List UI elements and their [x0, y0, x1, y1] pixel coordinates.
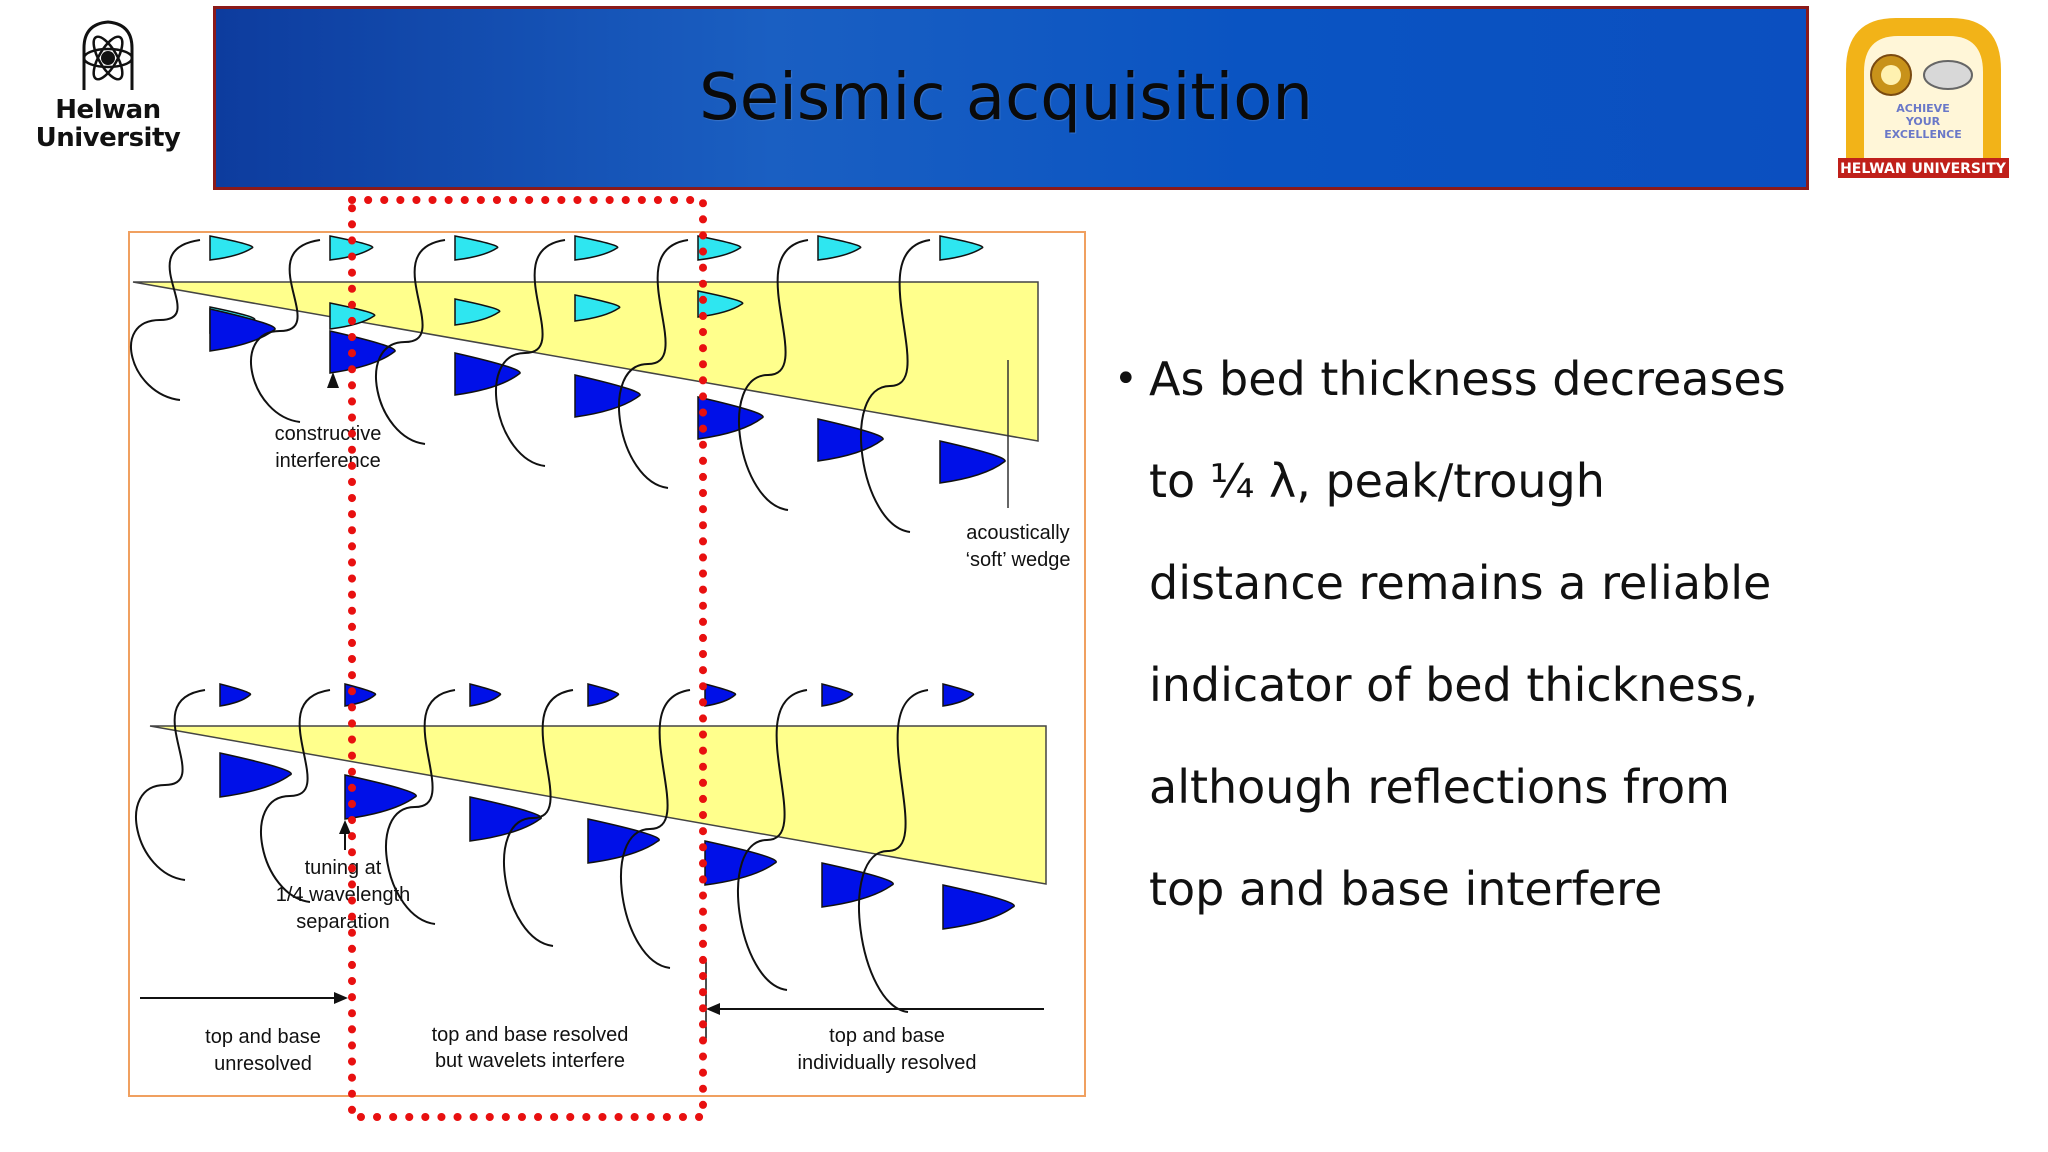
- wavelet-top-lobe: [942, 683, 975, 707]
- wavelet-trace: [260, 689, 331, 903]
- wavelet-base-lobe: [704, 840, 777, 886]
- atom-emblem-icon: [82, 20, 134, 90]
- wavelet-trace: [375, 239, 446, 445]
- wavelet-base-lobe: [329, 330, 396, 374]
- label-interfere-1: top and base resolved: [432, 1024, 629, 1046]
- crest-line-1: ACHIEVE: [1896, 102, 1949, 115]
- label-constructive-1: constructive: [275, 423, 382, 445]
- wavelet-base-lobe: [219, 752, 292, 798]
- soft-wedge-top: [132, 281, 1039, 442]
- society-logo: ACHIEVE YOUR EXCELLENCE HELWAN UNIVERSIT…: [1836, 10, 2011, 180]
- label-tuning-2: 1/4 wavelength: [276, 884, 411, 906]
- wavelet-base-lobe: [587, 818, 660, 864]
- wavelet-top-lobe: [817, 235, 862, 261]
- unresolved-arrow-head: [334, 992, 348, 1004]
- wavelet-top-trough: [209, 306, 256, 334]
- label-tuning-1: tuning at: [305, 857, 382, 879]
- wavelet-top-lobe: [587, 683, 620, 707]
- wavelet-top-trough: [697, 290, 744, 318]
- label-resolved-2: individually resolved: [798, 1052, 977, 1074]
- wavelet-top-trough: [329, 302, 376, 330]
- logo-line-1: Helwan: [55, 95, 161, 125]
- bullet-list: As bed thickness decreases to ¼ λ, peak/…: [1114, 328, 2014, 940]
- wavelet-trace: [385, 689, 456, 925]
- diagram-frame: [128, 231, 1086, 1097]
- wavelet-trace: [737, 689, 808, 991]
- wavelet-trace: [860, 239, 931, 533]
- wavelet-base-lobe: [821, 862, 894, 908]
- wavelet-trace: [250, 239, 321, 423]
- crest-line-2: YOUR: [1905, 115, 1941, 128]
- wavelet-trace: [135, 689, 206, 881]
- wavelet-trace: [503, 689, 574, 947]
- label-soft-wedge-2: ‘soft’ wedge: [966, 549, 1071, 571]
- title-banner: Seismic acquisition: [213, 6, 1809, 190]
- label-interfere-2: but wavelets interfere: [435, 1050, 625, 1072]
- wavelet-top-lobe: [939, 235, 984, 261]
- wavelet-top-lobe: [219, 683, 252, 707]
- society-crest-icon: ACHIEVE YOUR EXCELLENCE HELWAN UNIVERSIT…: [1838, 18, 2009, 178]
- helwan-university-logo: Helwan University: [28, 18, 188, 168]
- wavelet-top-lobe: [469, 683, 502, 707]
- soft-wedge-bottom: [149, 725, 1047, 885]
- logo-line-2: University: [35, 123, 181, 153]
- wavelet-base-lobe: [454, 352, 521, 396]
- bullet-line: distance remains a reliable: [1149, 556, 1772, 610]
- bullet-line: top and base interfere: [1149, 862, 1663, 916]
- interference-zone-highlight: [348, 196, 707, 1121]
- wavelet-trace: [618, 239, 689, 489]
- wavelet-top-lobe: [821, 683, 854, 707]
- wavelet-top-lobe: [209, 235, 254, 261]
- label-unresolved-1: top and base: [205, 1026, 321, 1048]
- wavelet-top-trough: [574, 294, 621, 322]
- wavelets-bottom-row: [135, 683, 1015, 1013]
- wavelet-base-lobe: [469, 796, 542, 842]
- bullet-line: As bed thickness decreases: [1149, 352, 1786, 406]
- wavelet-top-lobe: [344, 683, 377, 707]
- bullet-line: to ¼ λ, peak/trough: [1149, 454, 1605, 508]
- wavelet-top-trough: [454, 298, 501, 326]
- label-unresolved-2: unresolved: [214, 1053, 312, 1075]
- wavelet-base-lobe: [209, 308, 276, 352]
- bullet-item: As bed thickness decreases to ¼ λ, peak/…: [1114, 328, 2014, 940]
- slide-title: Seismic acquisition: [699, 61, 1313, 135]
- crest-bottom-text: HELWAN UNIVERSITY: [1840, 161, 2007, 177]
- tuning-arrow-head: [339, 820, 351, 834]
- resolved-arrow-head: [706, 1003, 720, 1015]
- wavelet-top-lobe: [329, 235, 374, 261]
- crest-line-3: EXCELLENCE: [1884, 128, 1962, 141]
- label-constructive-2: interference: [275, 450, 381, 472]
- wavelet-top-lobe: [574, 235, 619, 261]
- wavelet-base-lobe: [942, 884, 1015, 930]
- wavelet-base-lobe: [574, 374, 641, 418]
- wavelet-top-lobe: [704, 683, 737, 707]
- wavelet-top-lobe: [697, 235, 742, 261]
- wavelet-trace: [858, 689, 929, 1013]
- wavelet-base-lobe: [344, 774, 417, 820]
- label-tuning-3: separation: [296, 911, 389, 933]
- constructive-arrow-head: [327, 372, 339, 388]
- wavelet-top-lobe: [454, 235, 499, 261]
- wavelet-trace: [495, 239, 566, 467]
- wavelet-base-lobe: [817, 418, 884, 462]
- wavelet-base-lobe: [697, 396, 764, 440]
- label-soft-wedge-1: acoustically: [966, 522, 1069, 544]
- wavelets-top-row: [130, 235, 1006, 533]
- bullet-line: although reflections from: [1149, 760, 1730, 814]
- wavelet-trace: [620, 689, 691, 969]
- wavelet-trace: [738, 239, 809, 511]
- wavelet-base-lobe: [939, 440, 1006, 484]
- bullet-line: indicator of bed thickness,: [1149, 658, 1759, 712]
- label-resolved-1: top and base: [829, 1025, 945, 1047]
- wavelet-trace: [130, 239, 201, 401]
